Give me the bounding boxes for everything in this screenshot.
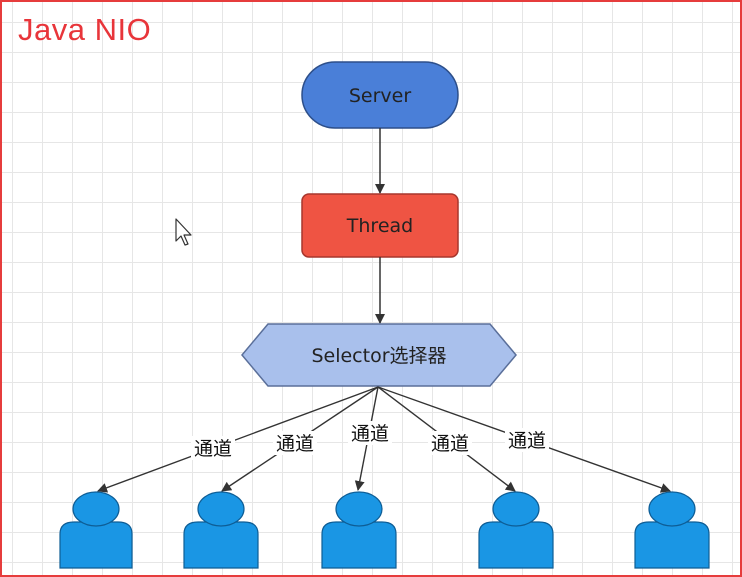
client-user-icon-2 bbox=[183, 491, 259, 569]
thread-node: Thread bbox=[301, 193, 459, 258]
channel-label-5: 通道 bbox=[508, 430, 546, 452]
channel-label-4: 通道 bbox=[431, 433, 469, 455]
client-user-icon-4 bbox=[478, 491, 554, 569]
selector-label: Selector选择器 bbox=[311, 345, 446, 367]
server-label: Server bbox=[349, 85, 411, 107]
channel-label-3: 通道 bbox=[351, 423, 389, 445]
selector-node: Selector选择器 bbox=[241, 323, 517, 387]
thread-label: Thread bbox=[346, 215, 413, 237]
client-user-icon-3 bbox=[321, 491, 397, 569]
diagram-title: Java NIO bbox=[18, 12, 152, 47]
mouse-pointer-icon bbox=[175, 218, 192, 246]
client-user-icon-1 bbox=[59, 491, 133, 569]
channel-label-2: 通道 bbox=[276, 433, 314, 455]
client-user-icon-5 bbox=[634, 491, 710, 569]
edge-selector-client-1 bbox=[97, 386, 379, 493]
channel-label-1: 通道 bbox=[194, 438, 232, 460]
server-node: Server bbox=[301, 61, 459, 129]
